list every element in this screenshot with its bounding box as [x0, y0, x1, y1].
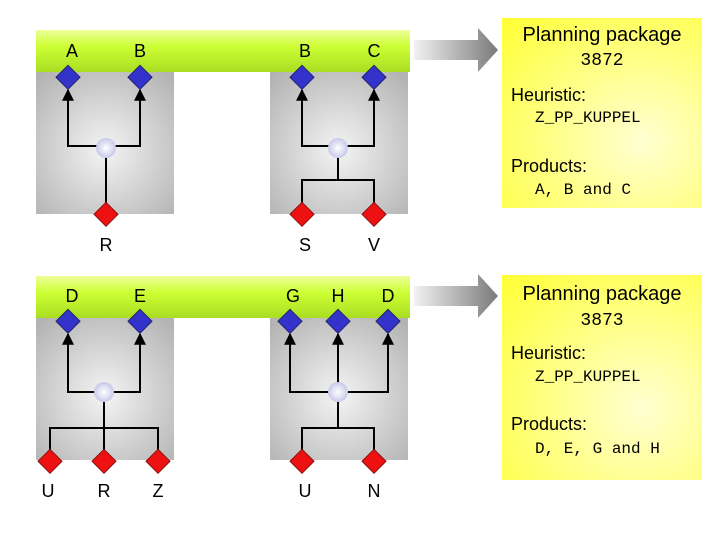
node-label: N [368, 481, 381, 501]
row-2: D E G H D U R Z U N [36, 274, 498, 501]
node-label: C [368, 41, 381, 61]
output-node [375, 308, 401, 335]
input-node [93, 201, 119, 228]
node-label: U [42, 481, 55, 501]
node-label: R [98, 481, 111, 501]
output-node [127, 64, 153, 91]
arrow-right-icon [414, 274, 498, 318]
package-number: 3873 [580, 311, 624, 331]
products-value: A, B and C [535, 181, 632, 199]
output-node [361, 64, 387, 91]
node-label: D [382, 286, 395, 306]
planning-package-card: Planning package 3873 Heuristic: Z_PP_KU… [502, 275, 702, 480]
node-label: U [299, 481, 312, 501]
node-label: A [66, 41, 78, 61]
input-node [145, 448, 171, 475]
process-box [270, 72, 408, 214]
input-node [91, 448, 117, 475]
output-node [325, 308, 351, 335]
heuristic-value: Z_PP_KUPPEL [535, 368, 641, 386]
input-node [289, 448, 315, 475]
node-label: S [299, 235, 311, 255]
heuristic-label: Heuristic: [511, 343, 587, 363]
coupling-node [94, 382, 114, 402]
process-box [270, 318, 408, 460]
node-label: B [299, 41, 311, 61]
process-box [36, 72, 174, 214]
node-label: D [66, 286, 79, 306]
planning-package-card: Planning package 3872 Heuristic: Z_PP_KU… [502, 18, 702, 208]
products-value: D, E, G and H [535, 440, 660, 458]
package-number: 3872 [580, 51, 624, 71]
process-box [36, 318, 174, 460]
heuristic-label: Heuristic: [511, 85, 587, 105]
coupling-node [328, 382, 348, 402]
node-label: R [100, 235, 113, 255]
output-node [55, 308, 81, 335]
node-label: V [368, 235, 380, 255]
arrow-right-icon [414, 28, 498, 72]
input-node [289, 201, 315, 228]
row-1: A B B C R S V [36, 28, 498, 255]
node-label: G [286, 286, 300, 306]
node-label: Z [153, 481, 164, 501]
output-node [127, 308, 153, 335]
heuristic-value: Z_PP_KUPPEL [535, 109, 641, 127]
products-label: Products: [511, 414, 588, 434]
product-band [36, 30, 410, 72]
input-node [361, 201, 387, 228]
input-node [361, 448, 387, 475]
node-label: B [134, 41, 146, 61]
products-label: Products: [511, 156, 588, 176]
node-label: H [332, 286, 345, 306]
node-label: E [134, 286, 146, 306]
coupling-node [328, 138, 348, 158]
product-band [36, 276, 410, 318]
coupling-node [96, 138, 116, 158]
output-node [55, 64, 81, 91]
input-node [37, 448, 63, 475]
output-node [289, 64, 315, 91]
package-title: Planning package [522, 24, 682, 46]
package-title: Planning package [522, 283, 682, 305]
output-node [277, 308, 303, 335]
